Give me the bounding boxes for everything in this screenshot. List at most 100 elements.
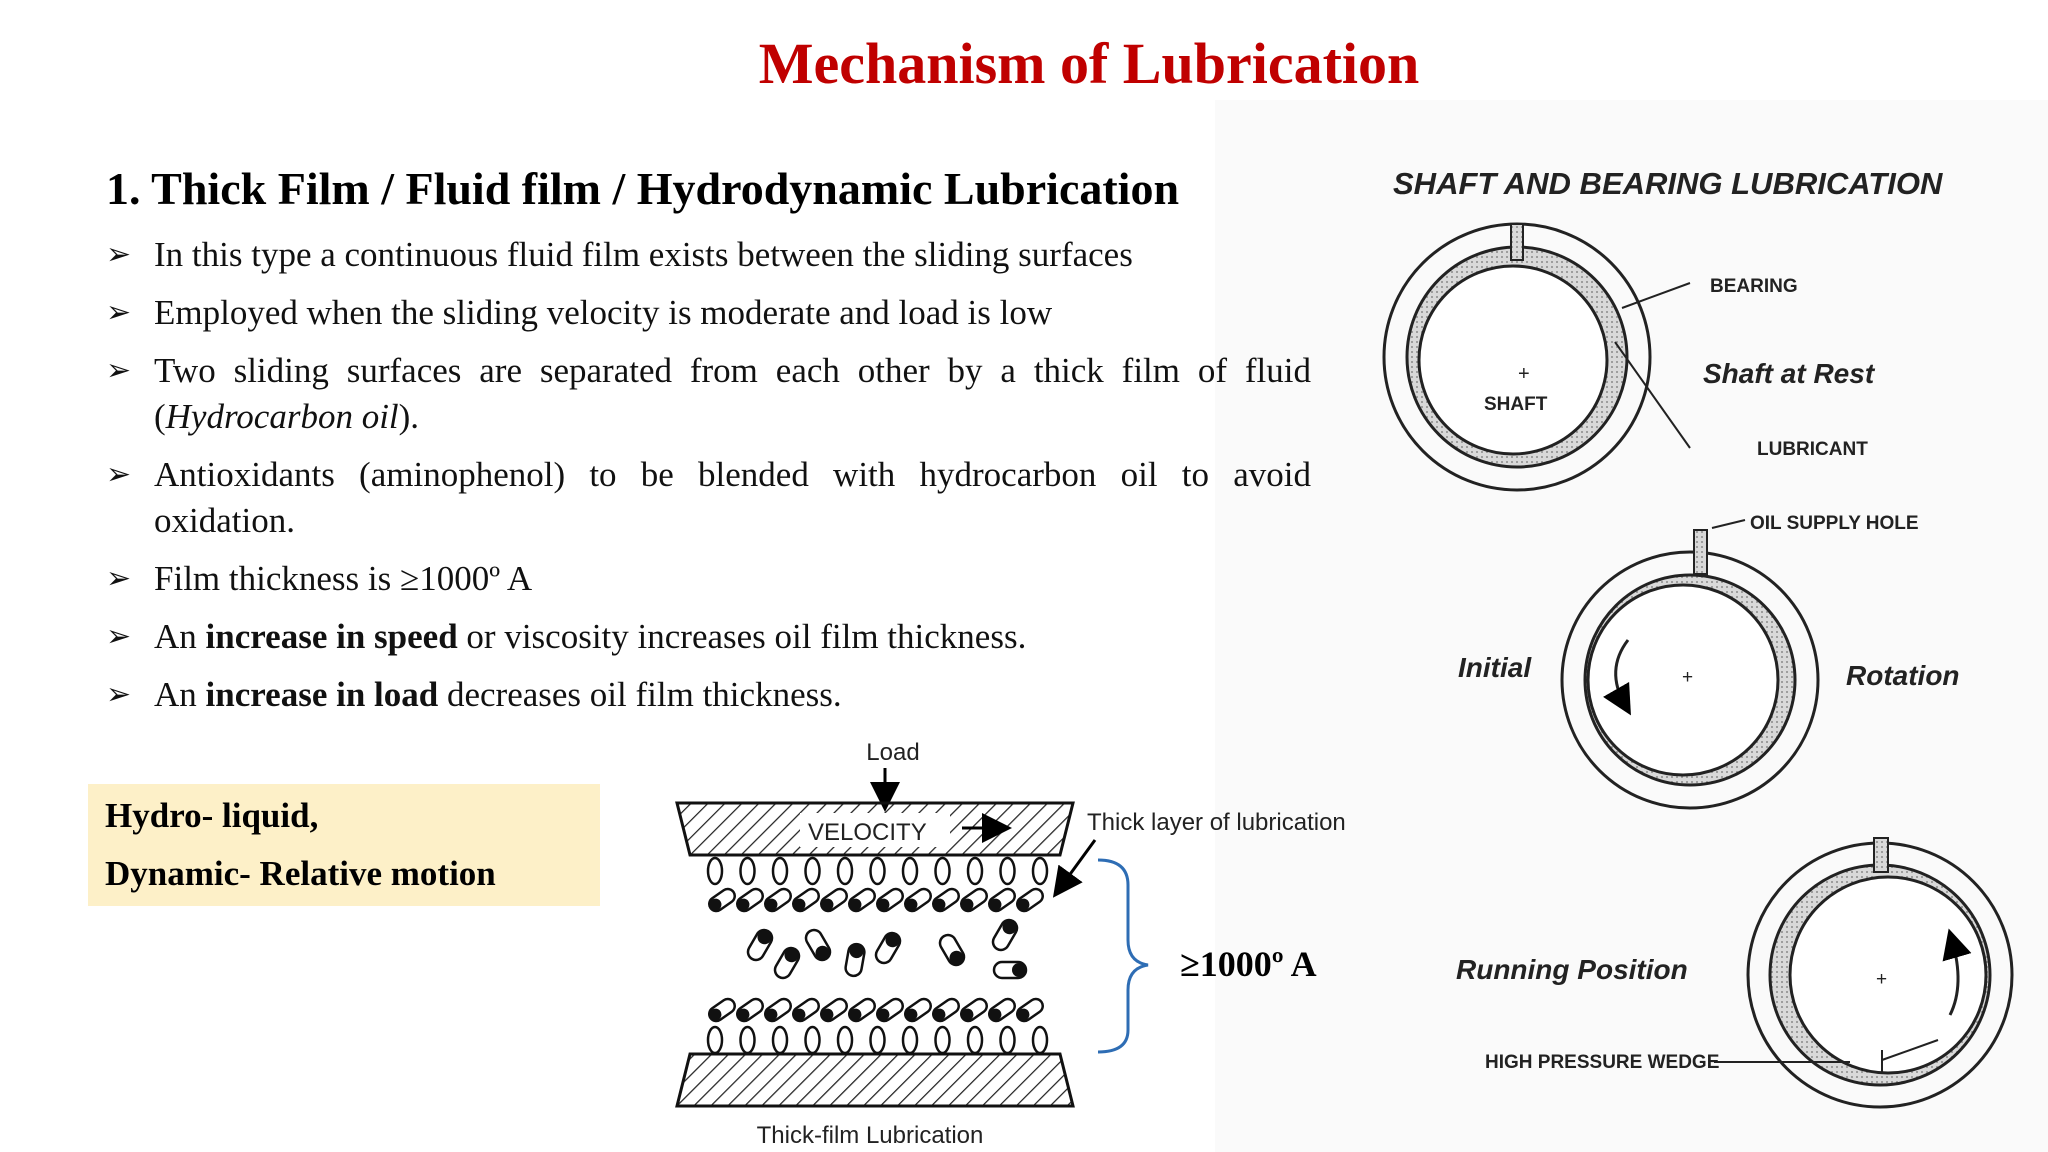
molecule-body — [848, 887, 876, 913]
molecule-body — [764, 887, 792, 913]
molecule-head — [793, 898, 806, 911]
molecule — [706, 856, 724, 886]
rotation-label: Rotation — [1846, 660, 1960, 691]
plus-icon: + — [1518, 363, 1530, 385]
molecule-head — [793, 1008, 806, 1021]
adsorbed-molecule — [848, 887, 876, 913]
molecule-body — [792, 997, 820, 1023]
molecule — [804, 1025, 821, 1055]
bullet-item: ➢An increase in speed or viscosity incre… — [106, 614, 1311, 660]
initial-label: Initial — [1458, 652, 1532, 683]
molecule — [999, 1025, 1016, 1055]
adsorbed-molecule — [764, 997, 792, 1023]
thick-layer-label: Thick layer of lubrication — [1087, 809, 1346, 836]
molecule-body — [904, 997, 932, 1023]
adsorbed-molecule — [960, 887, 988, 913]
molecule-head — [905, 898, 918, 911]
free-molecule — [844, 942, 866, 978]
molecule-head — [1017, 1008, 1030, 1021]
thick-film-diagram: Load VELOCITY Thick-film Lubrication Thi… — [675, 739, 1346, 1149]
adsorbed-molecule — [876, 997, 904, 1023]
section-heading: 1. Thick Film / Fluid film / Hydrodynami… — [106, 163, 1180, 214]
molecule — [901, 856, 919, 886]
molecule-head — [757, 930, 772, 945]
plus-icon: + — [1682, 667, 1693, 688]
bullet-item: ➢In this type a continuous fluid film ex… — [106, 232, 1311, 278]
rotation-arrow-icon — [1942, 928, 1972, 1016]
thickness-bracket — [1097, 858, 1149, 1054]
molecule-head — [709, 1008, 722, 1021]
lower-plate — [675, 1052, 1075, 1108]
molecule — [836, 1025, 854, 1055]
free-lubricant-molecules — [746, 918, 1028, 980]
molecule — [771, 1025, 789, 1055]
molecule — [869, 1025, 886, 1055]
page-title: Mechanism of Lubrication — [758, 31, 1420, 96]
adsorbed-molecule — [988, 887, 1016, 913]
molecule-body — [988, 997, 1016, 1023]
velocity-label: VELOCITY — [808, 819, 927, 846]
running-position-figure: + HIGH PRESSURE WEDGE Running Position — [1456, 837, 2014, 1109]
molecule-head — [961, 898, 974, 911]
bullet-item: ➢An increase in load decreases oil film … — [106, 672, 1311, 718]
molecule — [836, 856, 854, 886]
bullet-item: ➢Two sliding surfaces are separated from… — [106, 348, 1311, 440]
molecule-head — [849, 898, 862, 911]
shaft-at-rest-label: Shaft at Rest — [1703, 358, 1876, 389]
molecule-body — [708, 997, 736, 1023]
rotation-arrow-icon — [1603, 639, 1631, 716]
initial-rotation-figure: + OIL SUPPLY HOLE Initial Rotation — [1458, 513, 1960, 810]
adsorbed-molecule — [932, 997, 960, 1023]
definition-box: Hydro- liquid, Dynamic- Relative motion — [88, 784, 600, 906]
bullet-item: ➢Employed when the sliding velocity is m… — [106, 290, 1311, 336]
bearing-label: BEARING — [1710, 276, 1798, 297]
free-molecule — [938, 933, 966, 967]
molecule — [1031, 1025, 1049, 1055]
molecule — [804, 856, 821, 886]
plus-icon: + — [1876, 969, 1887, 990]
molecule-body — [1016, 997, 1044, 1023]
molecule — [934, 856, 951, 886]
molecule-body — [1016, 887, 1044, 913]
molecule-head — [849, 944, 864, 959]
molecule-head — [737, 1008, 750, 1021]
running-position-label: Running Position — [1456, 954, 1688, 985]
velocity-label-bg — [800, 813, 950, 847]
free-molecule — [991, 918, 1019, 952]
bullet-item: ➢Film thickness is ≥1000º A — [106, 556, 1311, 602]
molecule-head — [1012, 963, 1026, 977]
adsorbed-molecule — [904, 997, 932, 1023]
molecule-body — [876, 887, 904, 913]
adsorbed-molecule — [792, 997, 820, 1023]
molecule — [966, 1025, 984, 1055]
upper-molecule-row — [706, 856, 1049, 886]
molecule — [706, 1025, 724, 1055]
molecule-head — [765, 1008, 778, 1021]
adsorbed-molecule — [848, 997, 876, 1023]
molecule-body — [932, 887, 960, 913]
molecule — [934, 1025, 951, 1055]
molecule-head — [821, 898, 834, 911]
bearing-heading: SHAFT AND BEARING LUBRICATION — [1393, 166, 1943, 201]
adsorbed-molecule — [1016, 887, 1044, 913]
molecule — [1031, 856, 1049, 886]
adsorbed-molecule — [708, 887, 736, 913]
molecule — [739, 856, 756, 886]
oil-supply-label: OIL SUPPLY HOLE — [1750, 513, 1919, 534]
molecule-body — [736, 997, 764, 1023]
shaft-at-rest-figure: + SHAFT BEARING LUBRICANT Shaft at Rest — [1382, 222, 1876, 492]
note-line-hydro: Hydro- liquid, — [105, 796, 319, 835]
note-line-dynamic: Dynamic- Relative motion — [105, 854, 496, 893]
bearing-diagram: SHAFT AND BEARING LUBRICATION + SHAFT BE… — [1382, 166, 2014, 1109]
adsorbed-molecule — [932, 887, 960, 913]
molecule-body — [876, 997, 904, 1023]
molecule — [999, 856, 1016, 886]
adsorbed-molecule — [736, 997, 764, 1023]
molecule-body — [764, 997, 792, 1023]
caption: Thick-film Lubrication — [757, 1122, 984, 1149]
molecule-head — [877, 1008, 890, 1021]
italic-term: Hydrocarbon oil — [165, 397, 399, 436]
adsorbed-molecule — [708, 997, 736, 1023]
arrow-bullet-icon: ➢ — [106, 620, 132, 653]
lubricant-label: LUBRICANT — [1757, 439, 1868, 460]
